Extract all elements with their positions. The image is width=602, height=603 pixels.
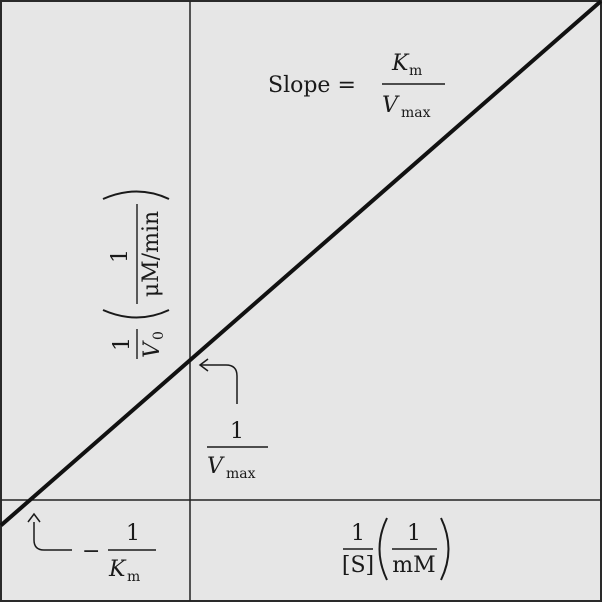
xlabel-denominator: [S] (342, 553, 374, 578)
y-intercept-arrow (200, 364, 238, 404)
x-intercept-sign: − (82, 539, 100, 564)
slope-denominator: V (382, 93, 400, 118)
slope-annotation: Slope = K m V max (268, 51, 445, 121)
xlabel-right-paren (440, 517, 450, 581)
x-intercept-arrow (33, 522, 72, 551)
ylabel-unit-denominator: μM/min (139, 211, 164, 297)
xlabel-unit-denominator: mM (392, 553, 435, 578)
ylabel-denominator-sub: 0 (151, 331, 167, 340)
slope-label: Slope = (268, 73, 356, 98)
y-axis-label: 1 V 0 1 μM/min (102, 190, 170, 359)
xlabel-unit-numerator: 1 (407, 521, 421, 546)
slope-denominator-sub: max (401, 105, 431, 121)
xlabel-left-paren (378, 517, 388, 581)
x-intercept-annotation: − 1 K m (27, 512, 156, 585)
y-intercept-denominator-sub: max (226, 466, 256, 482)
ylabel-denominator: V (140, 340, 165, 358)
ylabel-right-paren (102, 190, 170, 200)
y-intercept-arrowhead (198, 358, 209, 372)
x-axis-label: 1 [S] 1 mM (342, 517, 450, 581)
slope-numerator: K (391, 51, 410, 76)
y-intercept-numerator: 1 (230, 419, 244, 444)
x-intercept-denominator-sub: m (127, 569, 140, 585)
ylabel-numerator: 1 (110, 337, 135, 351)
x-intercept-arrowhead (27, 512, 41, 523)
ylabel-left-paren (102, 309, 170, 319)
xlabel-numerator: 1 (351, 521, 365, 546)
ylabel-unit-numerator: 1 (108, 249, 133, 263)
data-line (0, 0, 602, 527)
x-intercept-numerator: 1 (126, 521, 140, 546)
x-intercept-denominator: K (108, 557, 127, 582)
y-intercept-annotation: 1 V max (198, 358, 268, 482)
y-intercept-denominator: V (207, 454, 225, 479)
slope-numerator-sub: m (409, 63, 422, 79)
